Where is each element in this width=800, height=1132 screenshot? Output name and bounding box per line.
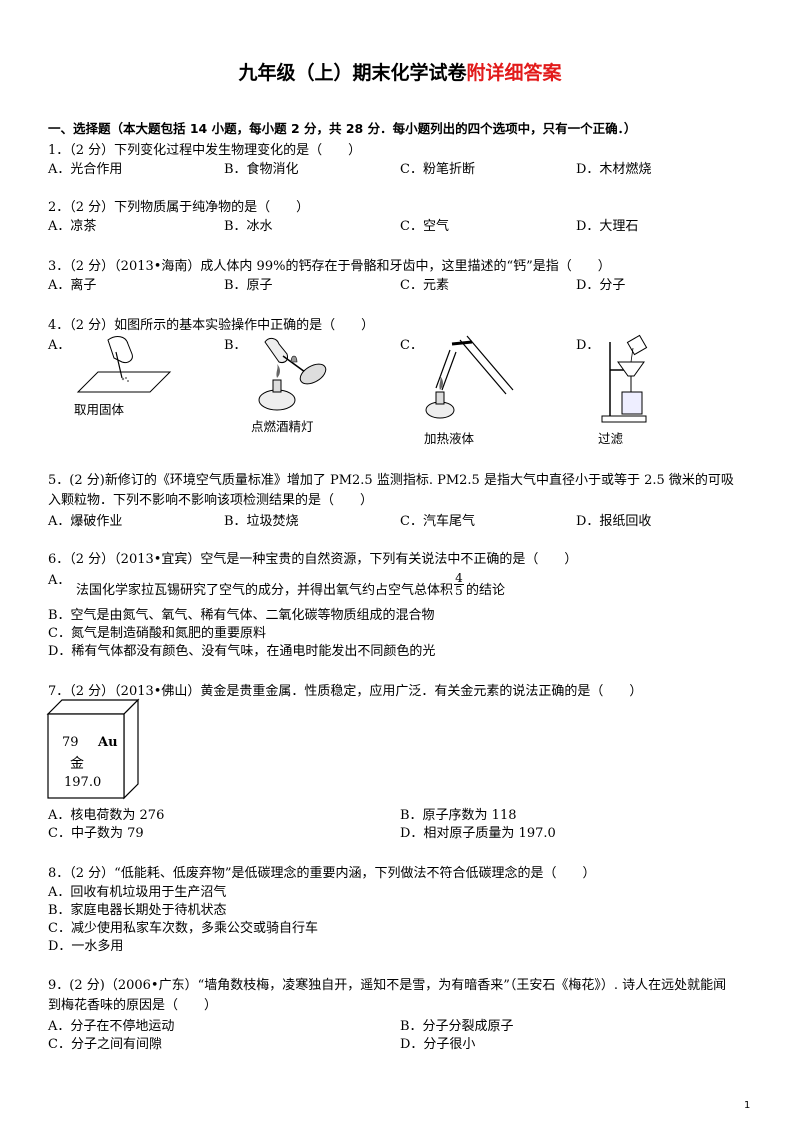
element-symbol: Au	[98, 735, 118, 750]
q5-option-d: D．报纸回收	[576, 514, 652, 529]
q4-option-c: C．	[400, 338, 423, 353]
question-5-stem-line1: 5．(2 分)新修订的《环境空气质量标准》增加了 PM2.5 监测指标. PM2…	[48, 473, 734, 488]
q6-fraction: 4 5	[454, 572, 464, 597]
question-1-stem: 1．（2 分）下列变化过程中发生物理变化的是（ ）	[48, 143, 362, 158]
element-name: 金	[70, 756, 84, 772]
q8-option-c: C．减少使用私家车次数，多乘公交或骑自行车	[48, 921, 318, 936]
q6-option-d: D．稀有气体都没有颜色、没有气味，在通电时能发出不同颜色的光	[48, 644, 436, 659]
q2-option-c: C．空气	[400, 219, 449, 234]
q1-option-c: C．粉笔折断	[400, 162, 475, 177]
element-number: 79	[62, 735, 79, 750]
q5-option-c: C．汽车尾气	[400, 514, 475, 529]
q1-option-a: A．光合作用	[48, 162, 123, 177]
q6-option-a-label: A．	[48, 573, 71, 588]
question-7-stem: 7．（2 分）（2013•佛山）黄金是贵重金属．性质稳定，应用广泛．有关金元素的…	[48, 684, 643, 699]
q7-option-b: B．原子序数为 118	[400, 808, 517, 823]
q9-option-b: B．分子分裂成原子	[400, 1019, 514, 1034]
figure-take-solid	[76, 336, 172, 393]
q4-caption-c: 加热液体	[424, 431, 475, 446]
q6-option-a-tail: 的结论	[466, 583, 506, 598]
q8-option-d: D．一水多用	[48, 939, 124, 954]
q3-option-a: A．离子	[48, 278, 97, 293]
q8-option-a: A．回收有机垃圾用于生产沼气	[48, 885, 227, 900]
q4-caption-b: 点燃酒精灯	[251, 419, 314, 434]
q8-option-b: B．家庭电器长期处于待机状态	[48, 903, 227, 918]
q4-caption-a: 取用固体	[74, 402, 125, 417]
question-8-stem: 8．（2 分）“低能耗、低废弃物”是低碳理念的重要内涵，下列做法不符合低碳理念的…	[48, 866, 596, 881]
fraction-numerator: 4	[455, 571, 463, 585]
q2-option-a: A．凉茶	[48, 219, 97, 234]
question-2-stem: 2．（2 分）下列物质属于纯净物的是（ ）	[48, 200, 310, 215]
question-3-stem: 3．（2 分）（2013•海南）成人体内 99%的钙存在于骨骼和牙齿中，这里描述…	[48, 259, 611, 274]
q9-option-c: C．分子之间有间隙	[48, 1037, 162, 1052]
q7-option-c: C．中子数为 79	[48, 826, 144, 841]
page-title: 九年级（上）期末化学试卷附详细答案	[0, 58, 800, 85]
q7-option-a: A．核电荷数为 276	[48, 808, 165, 823]
q1-option-b: B．食物消化	[224, 162, 299, 177]
q6-option-a-text: 法国化学家拉瓦锡研究了空气的成分，并得出氧气约占空气总体积	[76, 583, 454, 598]
page-number: 1	[744, 1100, 751, 1111]
question-5-stem-line2: 入颗粒物．下列不影响不影响该项检测结果的是（ ）	[48, 493, 374, 508]
title-highlight: 附详细答案	[466, 62, 562, 84]
q3-option-c: C．元素	[400, 278, 449, 293]
q5-option-b: B．垃圾焚烧	[224, 514, 299, 529]
q6-option-c: C．氮气是制造硝酸和氮肥的重要原料	[48, 626, 266, 641]
q3-option-d: D．分子	[576, 278, 626, 293]
element-mass: 197.0	[64, 775, 102, 790]
figure-light-lamp	[258, 337, 327, 411]
q4-caption-d: 过滤	[598, 431, 624, 446]
question-4-stem: 4．（2 分）如图所示的基本实验操作中正确的是（ ）	[48, 318, 375, 333]
title-main: 九年级（上）期末化学试卷	[238, 62, 467, 84]
q4-option-b: B．	[224, 338, 247, 353]
question-9-stem-line1: 9．(2 分)（2006•广东）“墙角数枝梅，凌寒独自开，遥知不是雪，为有暗香来…	[48, 978, 727, 993]
question-6-stem: 6．（2 分）（2013•宜宾）空气是一种宝贵的自然资源，下列有关说法中不正确的…	[48, 552, 578, 567]
q7-option-d: D．相对原子质量为 197.0	[400, 826, 556, 841]
q9-option-a: A．分子在不停地运动	[48, 1019, 175, 1034]
figure-filtration	[601, 334, 648, 423]
fraction-denominator: 5	[454, 584, 464, 598]
q1-option-d: D．木材燃烧	[576, 162, 652, 177]
section-heading: 一、选择题（本大题包括 14 小题，每小题 2 分，共 28 分．每小题列出的四…	[48, 121, 637, 136]
q4-option-a: A．	[48, 338, 71, 353]
q6-option-b: B．空气是由氮气、氧气、稀有气体、二氧化碳等物质组成的混合物	[48, 608, 435, 623]
question-9-stem-line2: 到梅花香味的原因是（ ）	[48, 998, 218, 1013]
figure-heat-liquid	[425, 335, 514, 419]
element-card	[46, 698, 140, 800]
q9-option-d: D．分子很小	[400, 1037, 476, 1052]
q4-option-d: D．	[576, 338, 600, 353]
q2-option-b: B．冰水	[224, 219, 273, 234]
q5-option-a: A．爆破作业	[48, 514, 123, 529]
q3-option-b: B．原子	[224, 278, 273, 293]
q2-option-d: D．大理石	[576, 219, 639, 234]
